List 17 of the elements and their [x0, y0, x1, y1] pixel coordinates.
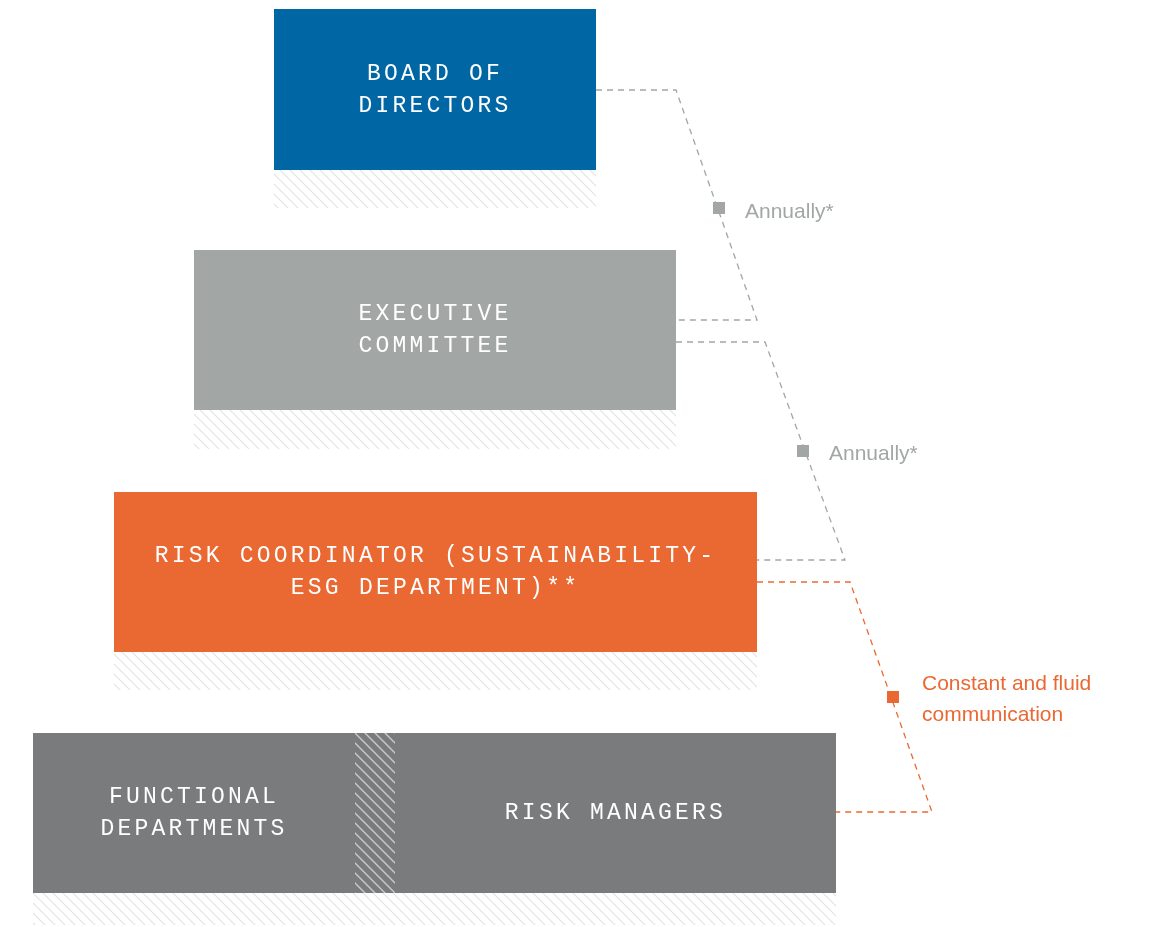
- org-level-box: [274, 9, 596, 170]
- org-level-box: [33, 733, 355, 893]
- box-title: FUNCTIONAL DEPARTMENTS: [99, 783, 289, 844]
- edge-label: Constant and fluid communication: [922, 670, 1093, 727]
- org-level-box: [395, 733, 836, 893]
- box-title: RISK COORDINATOR (SUSTAINABILITY-ESG DEPARTMENT)**: [153, 542, 718, 603]
- edge-label: Annually*: [829, 440, 919, 466]
- org-level-box: [194, 250, 676, 410]
- dashed-connector: [675, 341, 846, 561]
- box-title: RISK MANAGERS: [504, 799, 727, 828]
- dashed-connector: [756, 581, 933, 813]
- box-title: EXECUTIVE COMMITTEE: [357, 300, 513, 361]
- hatched-divider: [355, 733, 395, 893]
- dashed-connector: [595, 89, 758, 321]
- edge-label: Annually*: [745, 198, 835, 224]
- org-level-box: [114, 492, 757, 652]
- box-title: BOARD OF DIRECTORS: [357, 59, 513, 121]
